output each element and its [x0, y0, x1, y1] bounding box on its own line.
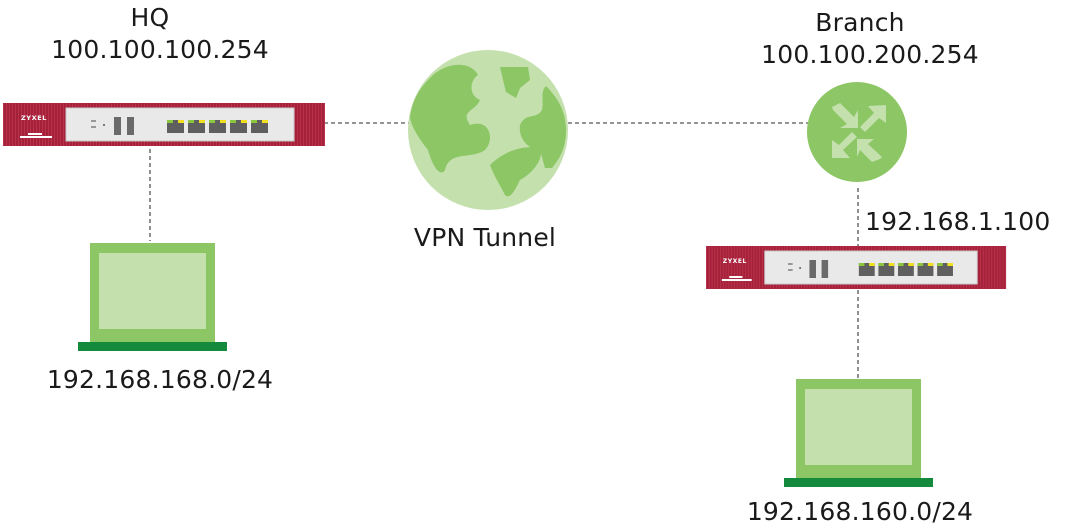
branch-router-lan-ip: 192.168.1.100 [865, 207, 1051, 236]
hq-laptop-icon [78, 243, 227, 351]
branch-laptop-icon [784, 379, 933, 487]
vpn-tunnel-label: VPN Tunnel [413, 223, 557, 252]
hq-wan-ip: 100.100.100.254 [51, 35, 269, 64]
branch-wan-ip: 100.100.200.254 [761, 40, 979, 69]
branch-firewall-icon [705, 245, 1007, 290]
branch-title: Branch [815, 8, 905, 37]
branch-router-icon [807, 82, 907, 182]
hq-title: HQ [130, 3, 170, 32]
branch-lan-subnet: 192.168.160.0/24 [746, 497, 974, 526]
hq-lan-subnet: 192.168.168.0/24 [46, 365, 274, 394]
internet-globe-icon [408, 50, 568, 210]
hq-firewall-icon [2, 102, 326, 147]
